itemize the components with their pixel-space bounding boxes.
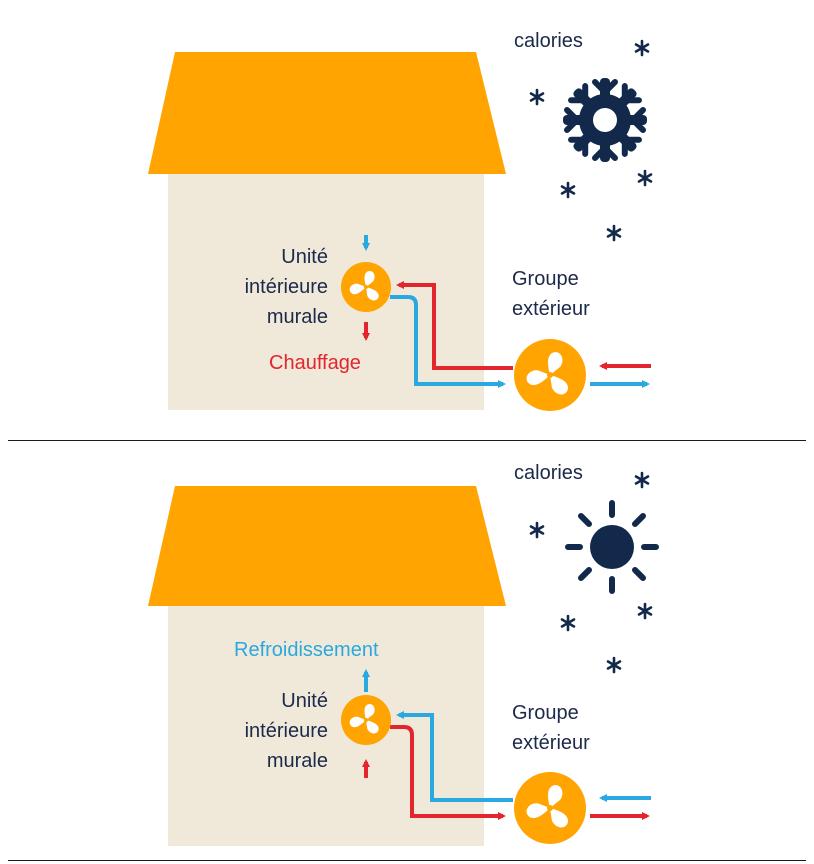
mode-label-heating: Chauffage	[269, 352, 361, 374]
star-icon	[637, 169, 653, 187]
star-icon	[634, 39, 650, 57]
outdoor-unit-label: Groupe extérieur	[512, 698, 590, 758]
indoor-fan-icon	[341, 262, 391, 312]
panel-cooling	[148, 471, 659, 846]
indoor-unit-line: Unité	[281, 246, 328, 268]
indoor-unit-line: murale	[266, 750, 328, 772]
pipe-cold	[396, 711, 513, 802]
star-icon	[606, 224, 622, 242]
star-icon	[606, 656, 622, 674]
indoor-unit-line: murale	[266, 306, 328, 328]
outdoor-unit-line: Groupe	[512, 268, 579, 290]
mode-label-cooling: Refroidissement	[234, 639, 379, 661]
star-icon	[529, 88, 545, 106]
outdoor-unit-label: Groupe extérieur	[512, 264, 590, 324]
outdoor-fan-icon	[514, 339, 586, 411]
indoor-unit-label: Unité intérieure murale	[208, 686, 328, 776]
pipe-hot	[390, 725, 506, 820]
star-icon	[634, 471, 650, 489]
house-roof	[148, 486, 506, 606]
divider-line	[8, 860, 806, 861]
indoor-unit-label: Unité intérieure murale	[208, 242, 328, 332]
indoor-unit-line: Unité	[281, 690, 328, 712]
indoor-unit-line: intérieure	[244, 720, 328, 742]
outdoor-unit-line: extérieur	[512, 732, 590, 754]
outdoor-unit-line: extérieur	[512, 298, 590, 320]
indoor-fan-icon	[341, 695, 391, 745]
star-icon	[529, 521, 545, 539]
pipe-hot	[396, 281, 513, 370]
pipe-cold	[390, 295, 506, 388]
outdoor-unit-line: Groupe	[512, 702, 579, 724]
house-roof	[148, 52, 506, 174]
star-icon	[560, 614, 576, 632]
star-icon	[637, 602, 653, 620]
calories-label: calories	[514, 30, 583, 52]
sun-icon	[565, 500, 659, 594]
panel-heating	[148, 39, 653, 411]
divider-line	[8, 440, 806, 441]
calories-label: calories	[514, 462, 583, 484]
outdoor-fan-icon	[514, 772, 586, 844]
star-icon	[560, 181, 576, 199]
snowflake-icon	[563, 78, 647, 162]
indoor-unit-line: intérieure	[244, 276, 328, 298]
